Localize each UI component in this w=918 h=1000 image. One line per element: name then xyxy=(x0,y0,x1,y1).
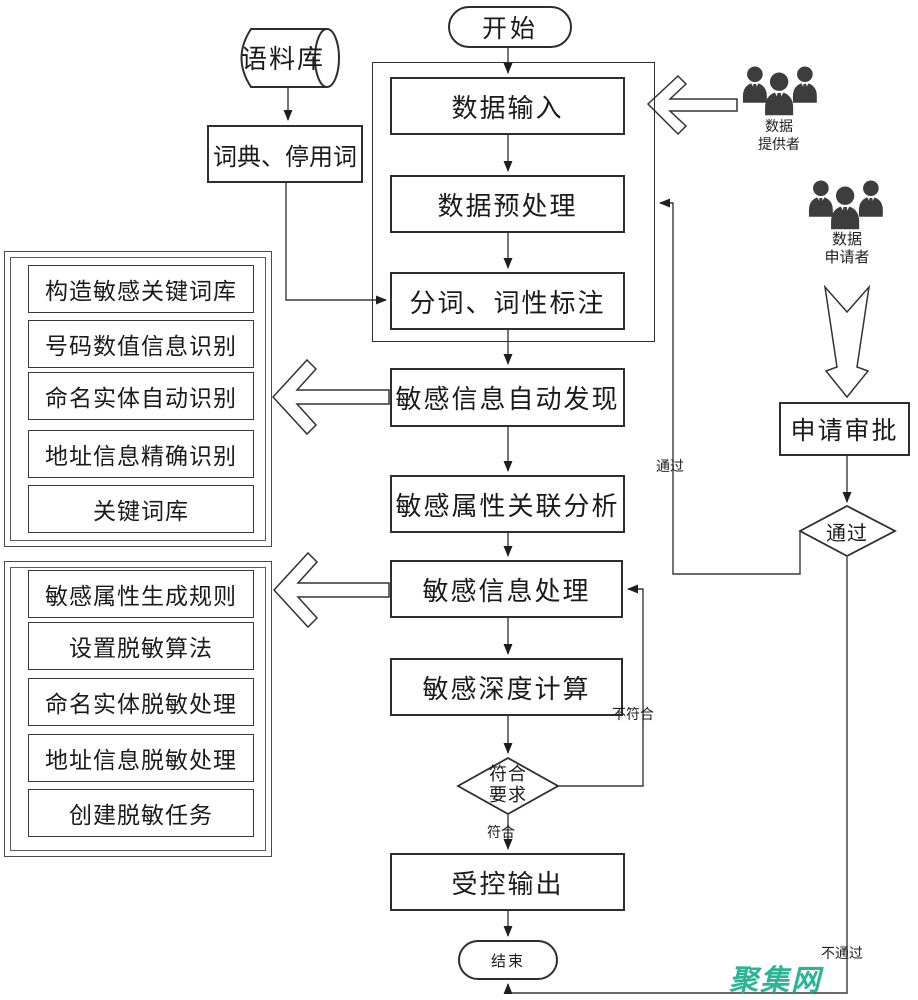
recognition-panel xyxy=(4,251,272,547)
masking-item-3: 命名实体脱敏处理 xyxy=(28,678,254,726)
data-provider-line2: 提供者 xyxy=(758,138,800,153)
end-label: 结束 xyxy=(490,953,525,970)
recognition-item-5: 关键词库 xyxy=(28,485,254,533)
flow-edges xyxy=(283,44,852,994)
masking-item-1: 敏感属性生成规则 xyxy=(28,570,254,618)
input-stage-container xyxy=(372,62,655,342)
recognition-panel-inner xyxy=(10,257,266,541)
meet-decision-diamond xyxy=(456,756,560,816)
end-node: 结束 xyxy=(458,940,558,980)
double-chevron-down-arrow-icon xyxy=(823,284,871,399)
controlled-output-node: 受控输出 xyxy=(390,853,625,911)
start-label: 开始 xyxy=(481,16,538,43)
masking-item-4: 地址信息脱敏处理 xyxy=(28,734,254,782)
recognition-item-2: 号码数值信息识别 xyxy=(28,320,254,368)
pass-decision-diamond xyxy=(798,504,897,558)
masking-panel xyxy=(4,561,272,857)
meet-decision-line1: 符合 xyxy=(489,764,527,784)
recognition-item-3: 命名实体自动识别 xyxy=(28,372,254,420)
masking-item-2: 设置脱敏算法 xyxy=(28,622,254,670)
big-arrow-to-masking-panel-icon xyxy=(272,551,390,629)
data-provider-label: 数据 提供者 xyxy=(747,119,811,155)
data-applicant-people-icon xyxy=(808,180,883,230)
big-arrow-data-provider-icon xyxy=(646,74,738,136)
data-applicant-label: 数据 申请者 xyxy=(815,231,879,267)
data-provider-line1: 数据 xyxy=(765,120,793,135)
preprocess-node: 数据预处理 xyxy=(390,175,625,233)
approval-node: 申请审批 xyxy=(779,402,910,456)
data-provider-people-icon xyxy=(742,66,817,116)
data-applicant-line1: 数据 xyxy=(831,232,862,248)
recognition-item-1: 构造敏感关键词库 xyxy=(28,265,254,313)
data-input-node: 数据输入 xyxy=(390,77,625,135)
depth-calc-node: 敏感深度计算 xyxy=(390,658,623,716)
edge-label-meet: 符合 xyxy=(487,826,515,841)
sensitive-processing-node: 敏感信息处理 xyxy=(390,560,623,618)
site-watermark: 聚集网 xyxy=(729,965,823,997)
edge-label-not-pass: 不通过 xyxy=(821,947,863,962)
big-arrow-to-recognition-panel-icon xyxy=(271,358,390,436)
sensitive-discovery-node: 敏感信息自动发现 xyxy=(390,368,625,427)
recognition-item-4: 地址信息精确识别 xyxy=(28,430,254,478)
masking-panel-inner xyxy=(10,567,266,851)
segmentation-node: 分词、词性标注 xyxy=(390,272,625,330)
corpus-node-label: 语料库 xyxy=(240,44,325,74)
masking-item-5: 创建脱敏任务 xyxy=(28,789,254,837)
data-applicant-line2: 申请者 xyxy=(824,250,870,266)
attribute-correlation-node: 敏感属性关联分析 xyxy=(390,475,625,533)
edge-label-pass: 通过 xyxy=(656,460,684,475)
start-node: 开始 xyxy=(448,6,572,48)
meet-decision-label: 符合 要求 xyxy=(472,764,544,806)
edge-label-not-meet: 不符合 xyxy=(612,708,654,723)
meet-decision-line2: 要求 xyxy=(489,785,527,805)
corpus-cylinder-shape xyxy=(240,28,340,88)
pass-decision-label: 通过 xyxy=(826,522,868,545)
dict-stopwords-node: 词典、停用词 xyxy=(207,125,363,183)
